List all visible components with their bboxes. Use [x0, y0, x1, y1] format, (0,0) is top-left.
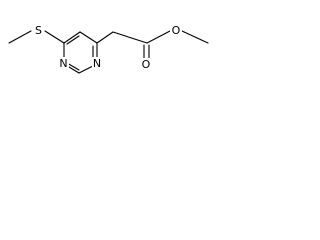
bond-carbonyl-o-single — [146, 30, 171, 44]
bond-ring-ch2 — [96, 31, 114, 44]
nitrogen-top-atom-label: N — [93, 57, 101, 70]
bond-o-methyl — [181, 30, 209, 44]
bond-c5-c6 — [63, 31, 81, 44]
bond-c4-c5 — [79, 31, 98, 44]
oxygen-carbonyl-atom-label: O — [142, 58, 151, 71]
nitrogen-bottom-atom-label: N — [59, 57, 67, 70]
nitrogen-top-label-bg — [92, 57, 103, 70]
bond-ch2-carbonyl — [112, 31, 148, 44]
bond-c5-c6-double — [66, 35, 80, 45]
oxygen-ester-atom-label: O — [172, 24, 181, 37]
bond-s-ring — [44, 30, 65, 44]
chemical-structure: S N N O O — [8, 24, 209, 74]
sulfur-atom-label: S — [35, 24, 42, 37]
sulfur-label-bg — [33, 24, 44, 37]
bond-methyl-s — [8, 30, 32, 44]
nitrogen-bottom-label-bg — [58, 57, 69, 70]
structure-canvas: S N N O O — [0, 0, 217, 93]
oxygen-carbonyl-label-bg — [140, 58, 152, 71]
oxygen-ester-label-bg — [170, 24, 182, 37]
